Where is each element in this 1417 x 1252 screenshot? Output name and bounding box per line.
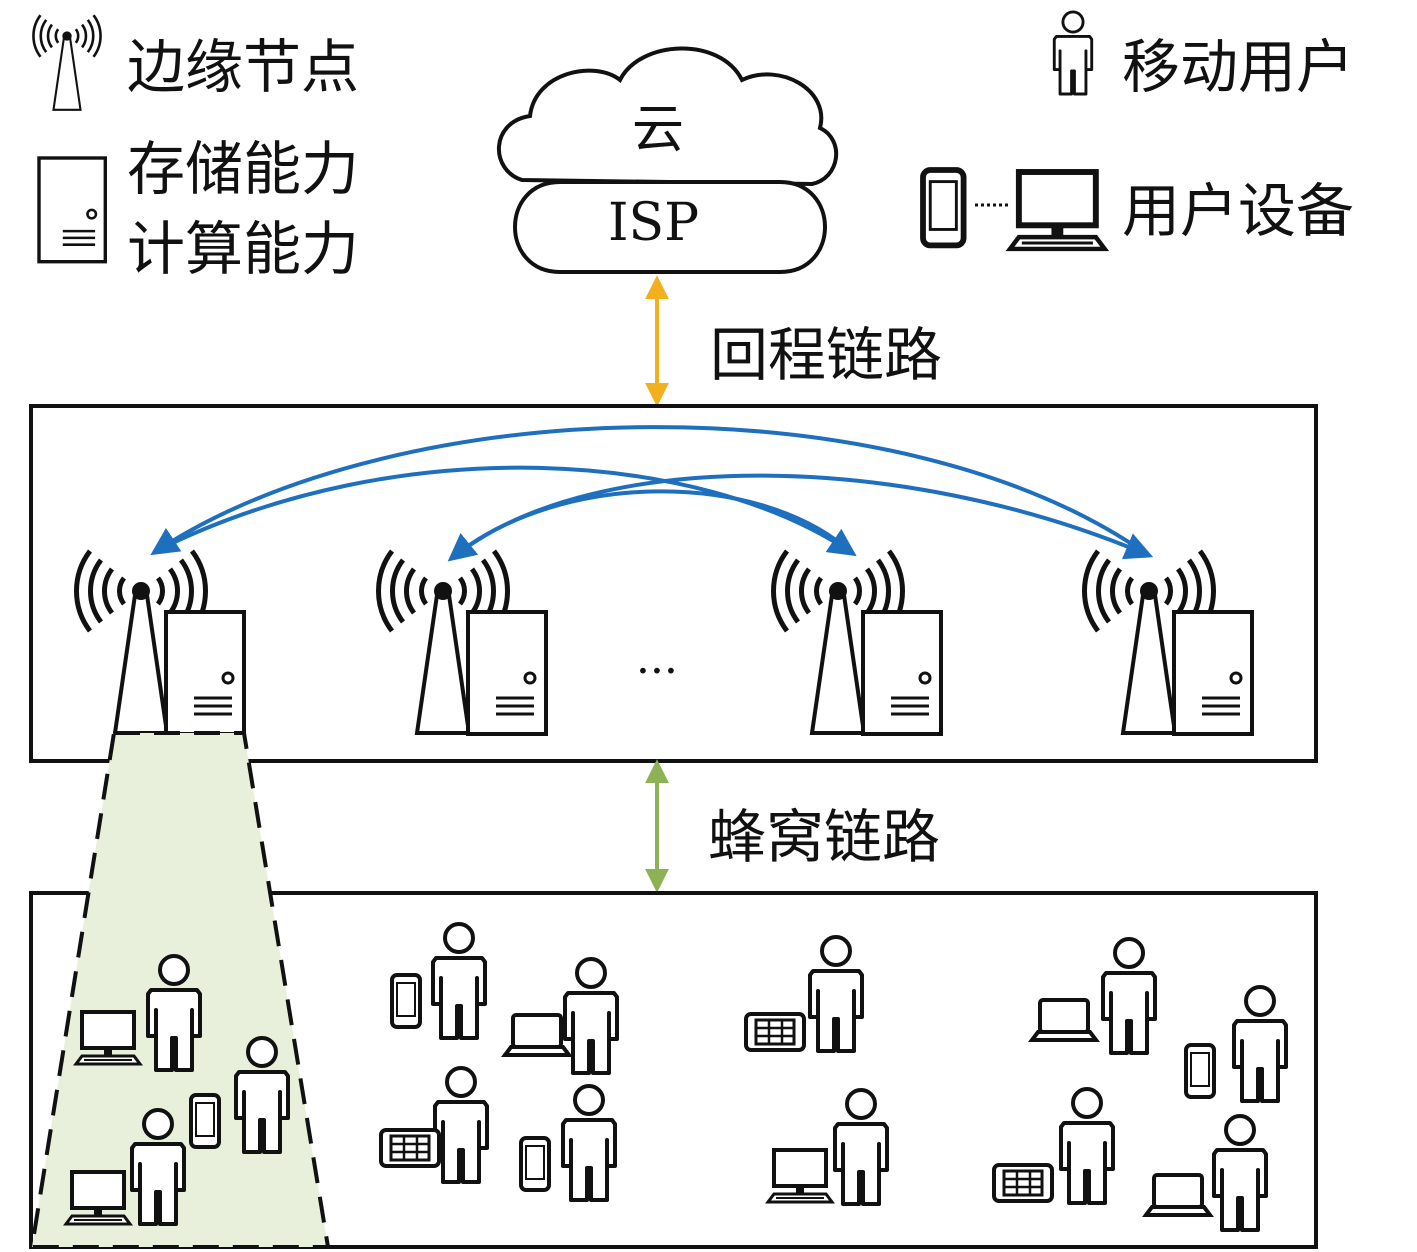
cloud-label: 云 <box>632 100 685 160</box>
tablet-icon <box>379 1128 441 1168</box>
legend-edge-node-label: 边缘节点 <box>127 33 360 101</box>
antenna-tower-icon <box>32 13 102 112</box>
edge-links <box>150 425 1154 562</box>
server-icon <box>37 156 108 264</box>
phone-icon <box>923 170 964 245</box>
edge-nodes-ellipsis: ··· <box>636 646 678 697</box>
desktop-icon <box>74 1010 142 1066</box>
laptop-icon <box>1030 998 1098 1042</box>
tablet-icon <box>744 1012 806 1052</box>
person-icon <box>1052 10 1094 96</box>
legend-mobile-user-label: 移动用户 <box>1122 33 1355 101</box>
edge-link <box>157 465 857 557</box>
desktop-icon <box>64 1170 132 1226</box>
edge-link <box>150 425 1150 557</box>
laptop-icon <box>503 1013 571 1057</box>
laptop-icon <box>1144 1173 1212 1217</box>
phone-icon <box>1184 1043 1216 1099</box>
phone-icon <box>189 1093 221 1149</box>
cellular-link-label: 蜂窝链路 <box>708 803 941 871</box>
desktop-icon <box>766 1148 834 1204</box>
edge-link <box>447 489 854 562</box>
tablet-icon <box>992 1163 1054 1203</box>
desktop-icon <box>1010 172 1105 249</box>
phone-icon <box>390 973 422 1029</box>
phone-icon <box>519 1136 551 1192</box>
cloud <box>497 46 839 274</box>
isp-label: ISP <box>608 193 700 253</box>
legend-user-device-label: 用户设备 <box>1122 177 1355 245</box>
legend-compute-label: 计算能力 <box>127 215 360 283</box>
legend-storage-label: 存储能力 <box>127 135 360 203</box>
backhaul-link-label: 回程链路 <box>710 321 943 389</box>
